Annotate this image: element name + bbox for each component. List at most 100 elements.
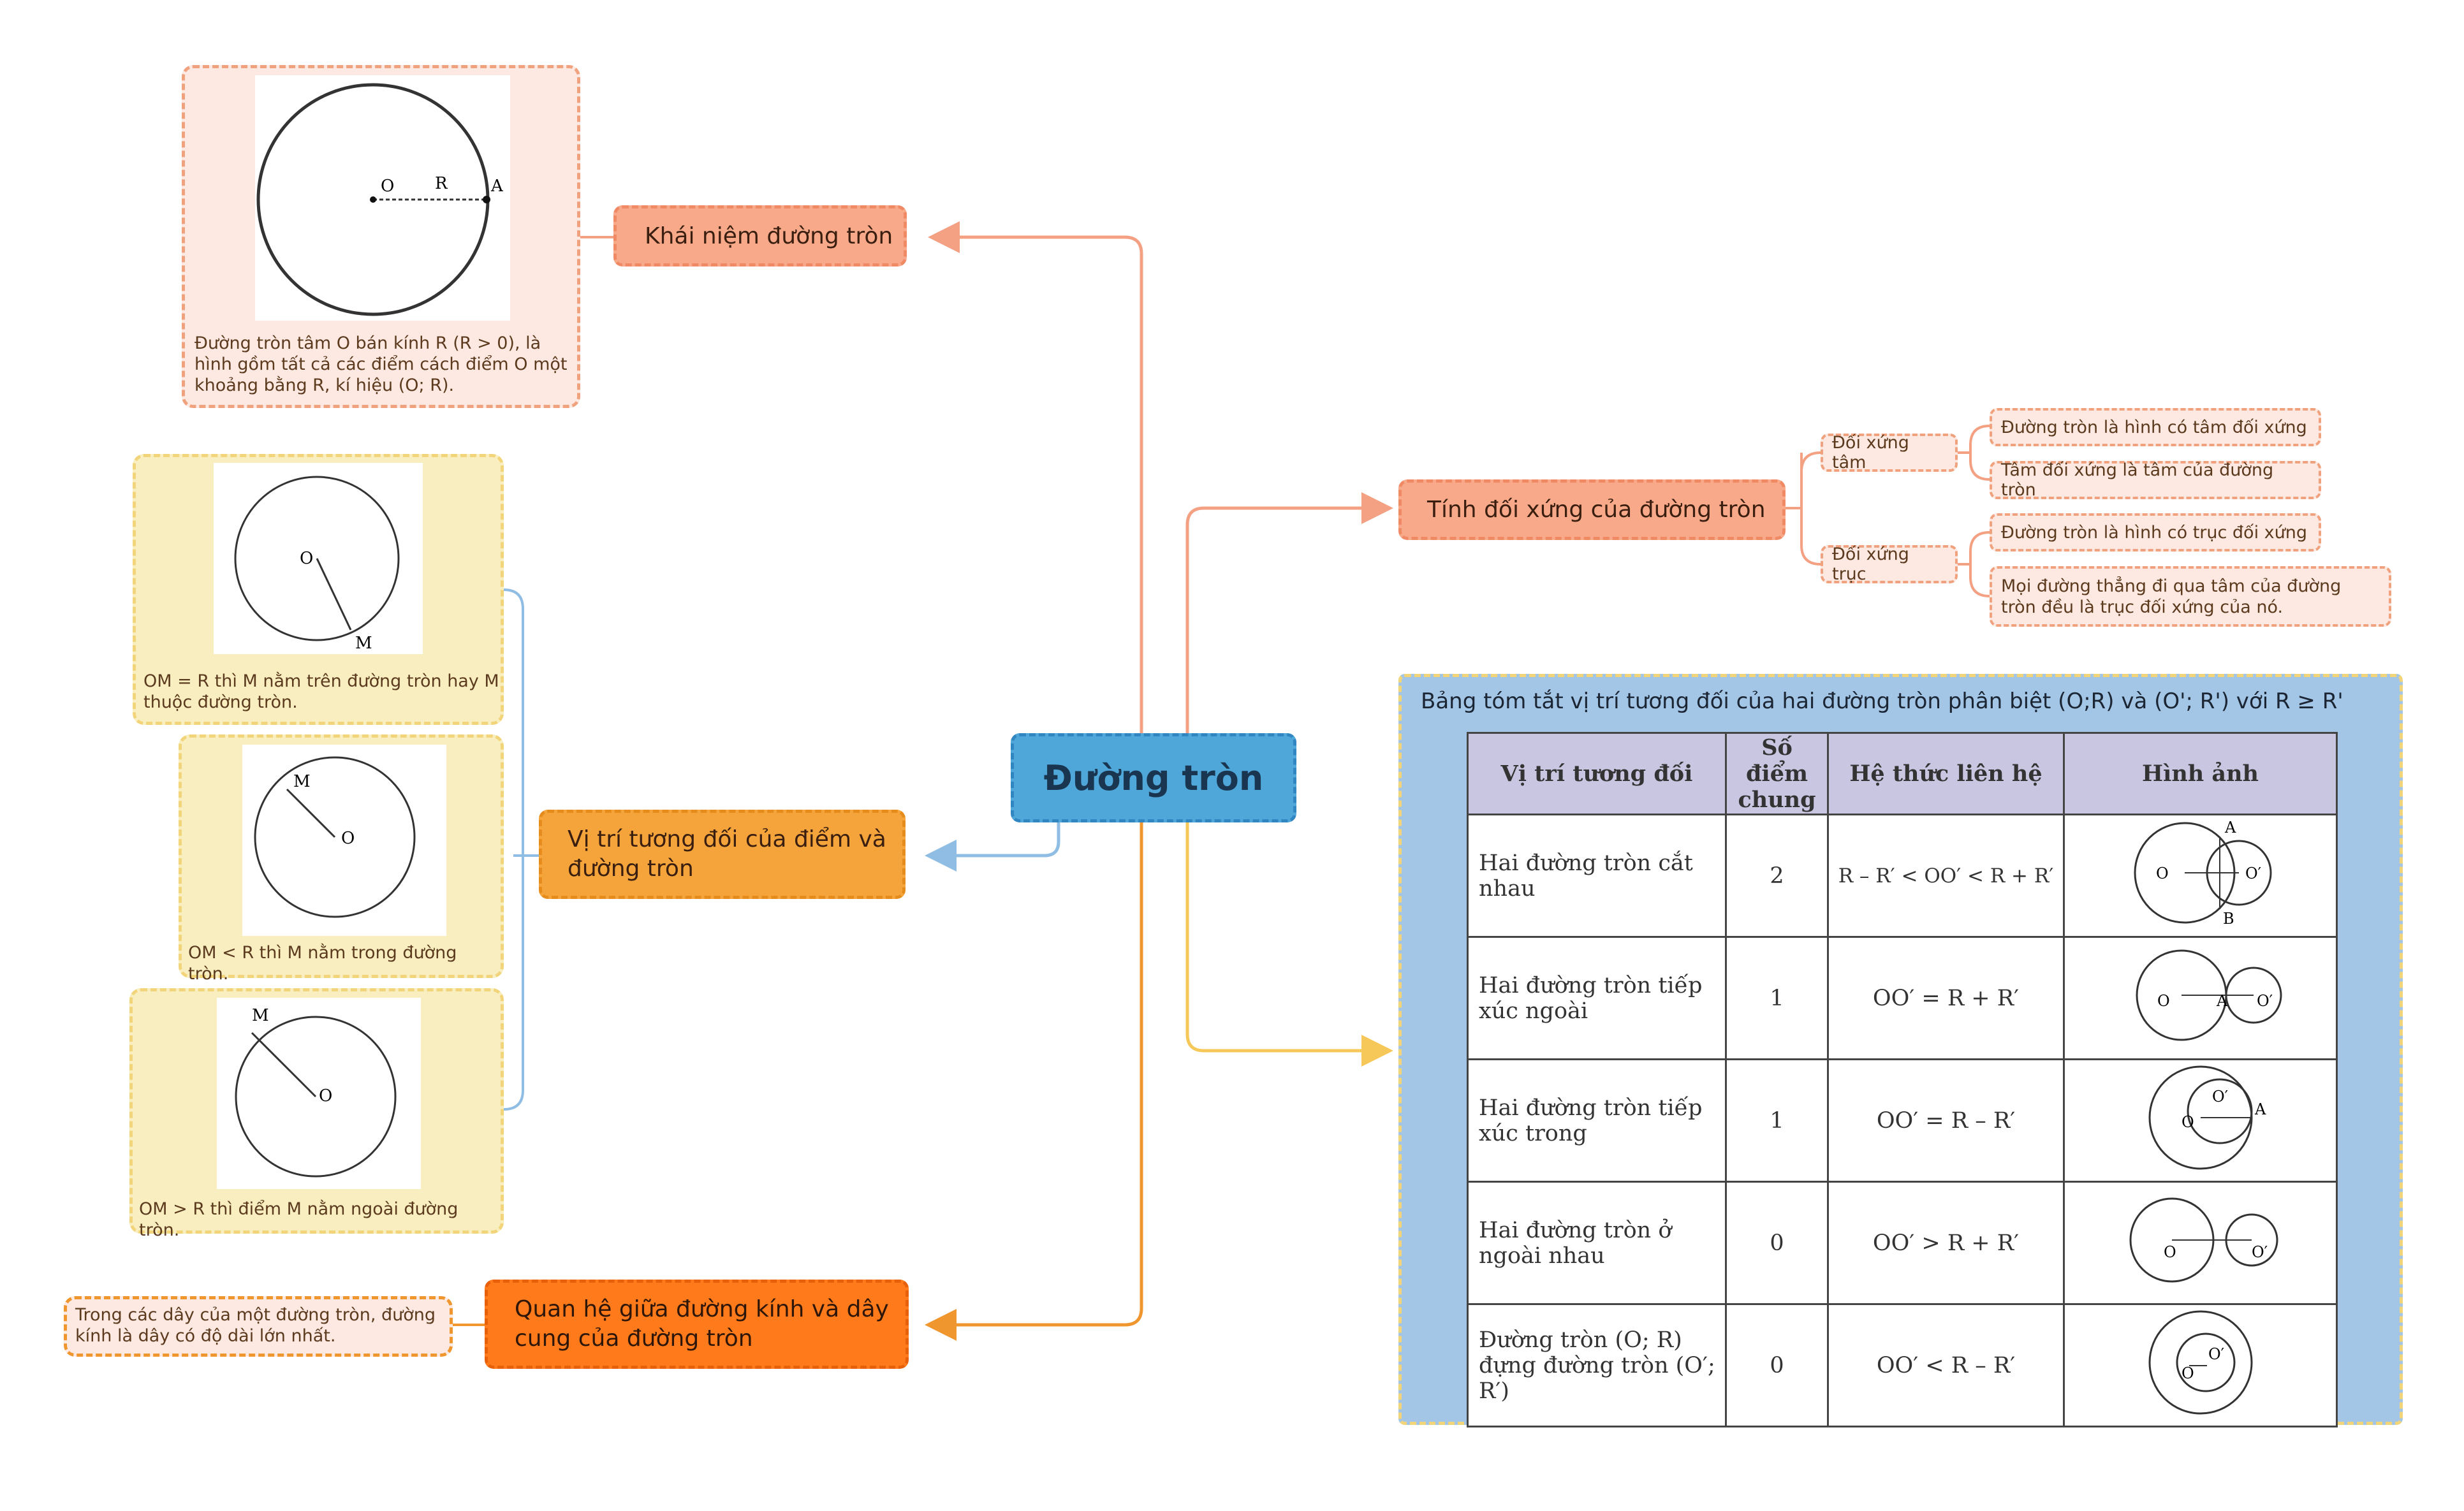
axis-sym-item-1[interactable]: Đường tròn là hình có trục đối xứng xyxy=(1990,513,2321,551)
line-position xyxy=(925,822,1060,872)
point-a: A xyxy=(490,177,504,196)
position-label: Vị trí tương đối của điểm và đường tròn xyxy=(568,826,886,882)
center-node[interactable]: Đường tròn xyxy=(1011,733,1296,822)
th-points: Số điểm chung xyxy=(1725,732,1829,815)
position-caption-1: OM = R thì M nằm trên đường tròn hay M t… xyxy=(143,671,499,712)
table-row: Hai đường tròn tiếp xúc ngoài 1 OO′ = R … xyxy=(1467,936,2338,1060)
center-sym-item-1[interactable]: Đường tròn là hình có tâm đối xứng xyxy=(1990,408,2321,446)
fig-o: O xyxy=(2156,865,2169,882)
th-relation: Hệ thức liên hệ xyxy=(1827,732,2065,815)
tree-axis-sym xyxy=(1958,531,1990,597)
fig-o2: O′ xyxy=(2252,1243,2268,1261)
position-figure-1: O M xyxy=(214,463,423,654)
diameter-caption: Trong các dây của một đường tròn, đường … xyxy=(75,1305,436,1346)
line-diameter xyxy=(925,822,1143,1341)
fig2-o: O xyxy=(341,829,355,848)
concept-caption: Đường tròn tâm O bán kính R (R > 0), là … xyxy=(194,333,568,395)
fig-a: A xyxy=(2254,1100,2266,1118)
diameter-label: Quan hệ giữa đường kính và dây cung của … xyxy=(515,1296,889,1352)
position-figure-2: M O xyxy=(242,745,446,936)
cell-relation: OO′ = R + R′ xyxy=(1827,936,2065,1060)
table-title: Bảng tóm tắt vị trí tương đối của hai đư… xyxy=(1421,689,2343,714)
fig1-m: M xyxy=(355,634,372,653)
diameter-node[interactable]: Quan hệ giữa đường kính và dây cung của … xyxy=(485,1280,909,1369)
fig3-o: O xyxy=(319,1086,332,1106)
fig-o2: O′ xyxy=(2245,865,2261,882)
line-concept xyxy=(928,221,1143,733)
cell-relation: R – R′ < OO′ < R + R′ xyxy=(1827,814,2065,938)
fig-a: A xyxy=(2224,819,2236,836)
cell-position: Hai đường tròn cắt nhau xyxy=(1467,814,1727,938)
circle-radius-diagram: O R A xyxy=(256,83,504,316)
cell-image: O O′ xyxy=(2063,1181,2338,1305)
axis-sym-node[interactable]: Đối xứng trục xyxy=(1821,544,1958,584)
fig-o: O xyxy=(2157,992,2170,1010)
separate-circles-figure: O O′ xyxy=(2129,1197,2278,1283)
fig-o2: O′ xyxy=(2212,1088,2228,1106)
bracket-position xyxy=(503,588,539,1111)
label-r: R xyxy=(435,174,448,193)
cell-points: 1 xyxy=(1725,936,1829,1060)
cell-position: Đường tròn (O; R) đựng đường tròn (O′; R… xyxy=(1467,1303,1727,1427)
fig-o2: O′ xyxy=(2208,1345,2224,1363)
cell-image: O O′ A xyxy=(2063,1058,2338,1183)
axis-sym-item-1-text: Đường tròn là hình có trục đối xứng xyxy=(2001,522,2308,543)
symmetry-label: Tính đối xứng của đường tròn xyxy=(1427,497,1766,523)
line-symmetry xyxy=(1185,492,1393,733)
internal-tangent-figure: O O′ A xyxy=(2148,1065,2266,1170)
cell-points: 0 xyxy=(1725,1181,1829,1305)
point-o: O xyxy=(381,177,394,196)
cell-relation: OO′ > R + R′ xyxy=(1827,1181,2065,1305)
position-node[interactable]: Vị trí tương đối của điểm và đường tròn xyxy=(539,810,906,899)
th-image: Hình ảnh xyxy=(2063,732,2338,815)
axis-sym-item-2-text: Mọi đường thẳng đi qua tâm của đường trò… xyxy=(2001,576,2342,617)
line-table xyxy=(1185,822,1393,1067)
fig-a: A xyxy=(2216,992,2228,1010)
cell-points: 1 xyxy=(1725,1058,1829,1183)
position-caption-2: OM < R thì M nằm trong đường tròn. xyxy=(188,943,457,984)
cell-image: O A O′ xyxy=(2063,936,2338,1060)
relative-position-table: Vị trí tương đối Số điểm chung Hệ thức l… xyxy=(1467,732,2338,1427)
cell-position: Hai đường tròn ở ngoài nhau xyxy=(1467,1181,1727,1305)
fig-o: O xyxy=(2164,1243,2176,1261)
concept-node[interactable]: Khái niệm đường tròn xyxy=(613,205,907,266)
center-label: Đường tròn xyxy=(1043,757,1264,798)
center-sym-item-2[interactable]: Tâm đối xứng là tâm của đường tròn xyxy=(1990,460,2321,500)
table-row: Hai đường tròn ở ngoài nhau 0 OO′ > R + … xyxy=(1467,1181,2338,1305)
position-caption-3: OM > R thì điểm M nằm ngoài đường tròn. xyxy=(139,1199,458,1240)
axis-sym-label: Đối xứng trục xyxy=(1832,544,1909,584)
axis-sym-item-2[interactable]: Mọi đường thẳng đi qua tâm của đường trò… xyxy=(1990,566,2391,627)
cell-relation: OO′ < R – R′ xyxy=(1827,1303,2065,1427)
cell-relation: OO′ = R – R′ xyxy=(1827,1058,2065,1183)
fig-o: O xyxy=(2182,1364,2194,1382)
concept-figure: O R A xyxy=(255,75,510,321)
tree-symmetry xyxy=(1786,451,1821,566)
fig-o2: O′ xyxy=(2257,992,2273,1010)
cell-image: O O′ A B xyxy=(2063,814,2338,938)
position-figure-3: M O xyxy=(217,998,421,1189)
center-sym-node[interactable]: Đối xứng tâm xyxy=(1821,433,1958,472)
center-sym-label: Đối xứng tâm xyxy=(1832,433,1909,472)
table-row: Hai đường tròn tiếp xúc trong 1 OO′ = R … xyxy=(1467,1058,2338,1183)
th-position: Vị trí tương đối xyxy=(1467,732,1727,815)
fig2-m: M xyxy=(293,772,311,791)
diameter-box xyxy=(64,1296,453,1357)
concept-label: Khái niệm đường tròn xyxy=(645,223,893,249)
fig3-m: M xyxy=(252,1006,269,1025)
cell-points: 2 xyxy=(1725,814,1829,938)
symmetry-node[interactable]: Tính đối xứng của đường tròn xyxy=(1398,479,1786,540)
cell-image: O O′ xyxy=(2063,1303,2338,1427)
external-tangent-figure: O A O′ xyxy=(2136,949,2282,1041)
cell-position: Hai đường tròn tiếp xúc ngoài xyxy=(1467,936,1727,1060)
center-sym-item-2-text: Tâm đối xứng là tâm của đường tròn xyxy=(2001,460,2274,500)
cell-points: 0 xyxy=(1725,1303,1829,1427)
center-sym-item-1-text: Đường tròn là hình có tâm đối xứng xyxy=(2001,417,2307,437)
table-row: Hai đường tròn cắt nhau 2 R – R′ < OO′ <… xyxy=(1467,814,2338,938)
cell-position: Hai đường tròn tiếp xúc trong xyxy=(1467,1058,1727,1183)
table-row: Đường tròn (O; R) đựng đường tròn (O′; R… xyxy=(1467,1303,2338,1427)
intersecting-circles-figure: O O′ A B xyxy=(2134,819,2271,928)
fig-o: O xyxy=(2182,1113,2194,1131)
fig-b: B xyxy=(2223,910,2234,927)
tree-center-sym xyxy=(1958,425,1990,481)
